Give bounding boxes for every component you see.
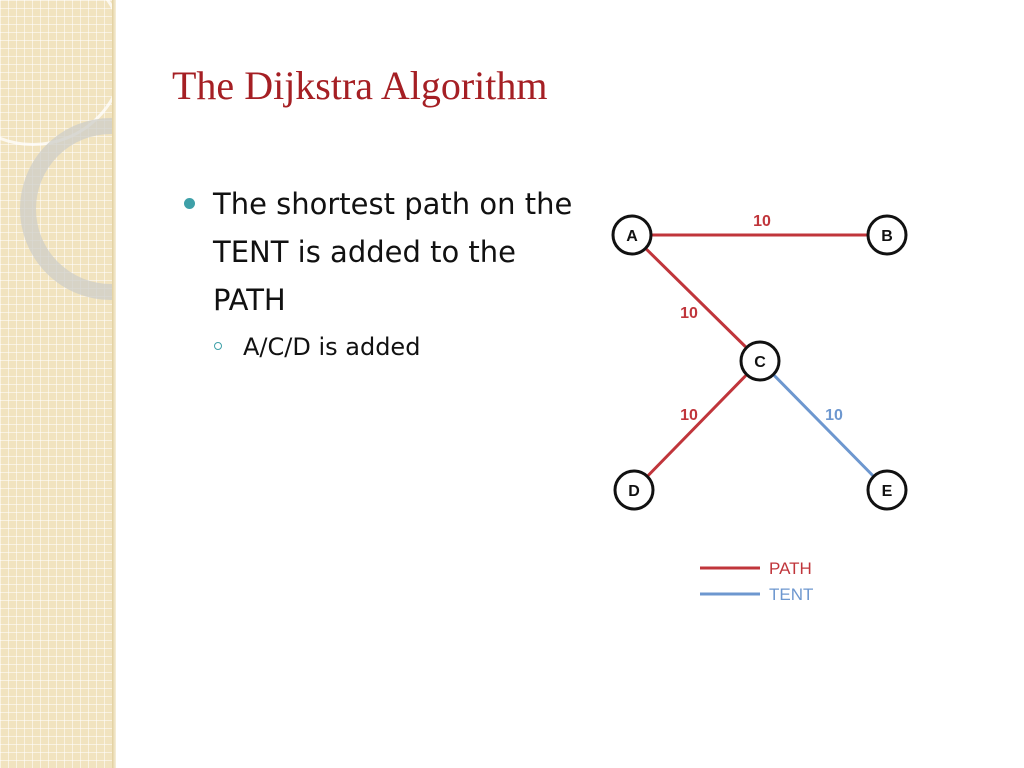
bullet-text: The shortest path on the TENT is added t… <box>213 187 573 317</box>
edge-c-d <box>632 359 762 492</box>
bullet-list: The shortest path on the TENT is added t… <box>184 180 584 364</box>
edge-c-e <box>758 359 889 492</box>
edge-weight-label: 10 <box>825 407 843 424</box>
bullet-item: The shortest path on the TENT is added t… <box>184 180 584 324</box>
slide-title: The Dijkstra Algorithm <box>172 63 548 108</box>
node-label: C <box>754 354 766 371</box>
edge-a-c <box>630 233 762 363</box>
node-a <box>611 214 653 256</box>
graph-diagram: 10 10 10 10 A B C D E PATH TENT <box>611 213 908 604</box>
legend-label-path: PATH <box>769 559 812 578</box>
edge-weight-label: 10 <box>680 407 698 424</box>
sub-bullet-text: A/C/D is added <box>243 333 421 361</box>
node-label: E <box>882 483 893 500</box>
edge-weight-label: 10 <box>680 305 698 322</box>
sub-bullet-ring-icon <box>214 342 222 350</box>
legend: PATH TENT <box>700 559 813 604</box>
legend-label-tent: TENT <box>769 585 813 604</box>
node-label: D <box>628 483 640 500</box>
nodes-layer: A B C D E <box>611 214 908 511</box>
node-e <box>866 469 908 511</box>
node-c <box>739 340 781 382</box>
node-b <box>866 214 908 256</box>
sub-bullet-item: A/C/D is added <box>184 330 584 364</box>
node-label: B <box>881 228 893 245</box>
sidebar-edge <box>112 0 116 768</box>
bullet-dot-icon <box>184 198 195 209</box>
edge-weight-label: 10 <box>753 213 771 230</box>
node-d <box>613 469 655 511</box>
node-label: A <box>626 228 638 245</box>
decorative-sidebar <box>0 0 112 768</box>
edges-layer: 10 10 10 10 <box>630 213 889 492</box>
